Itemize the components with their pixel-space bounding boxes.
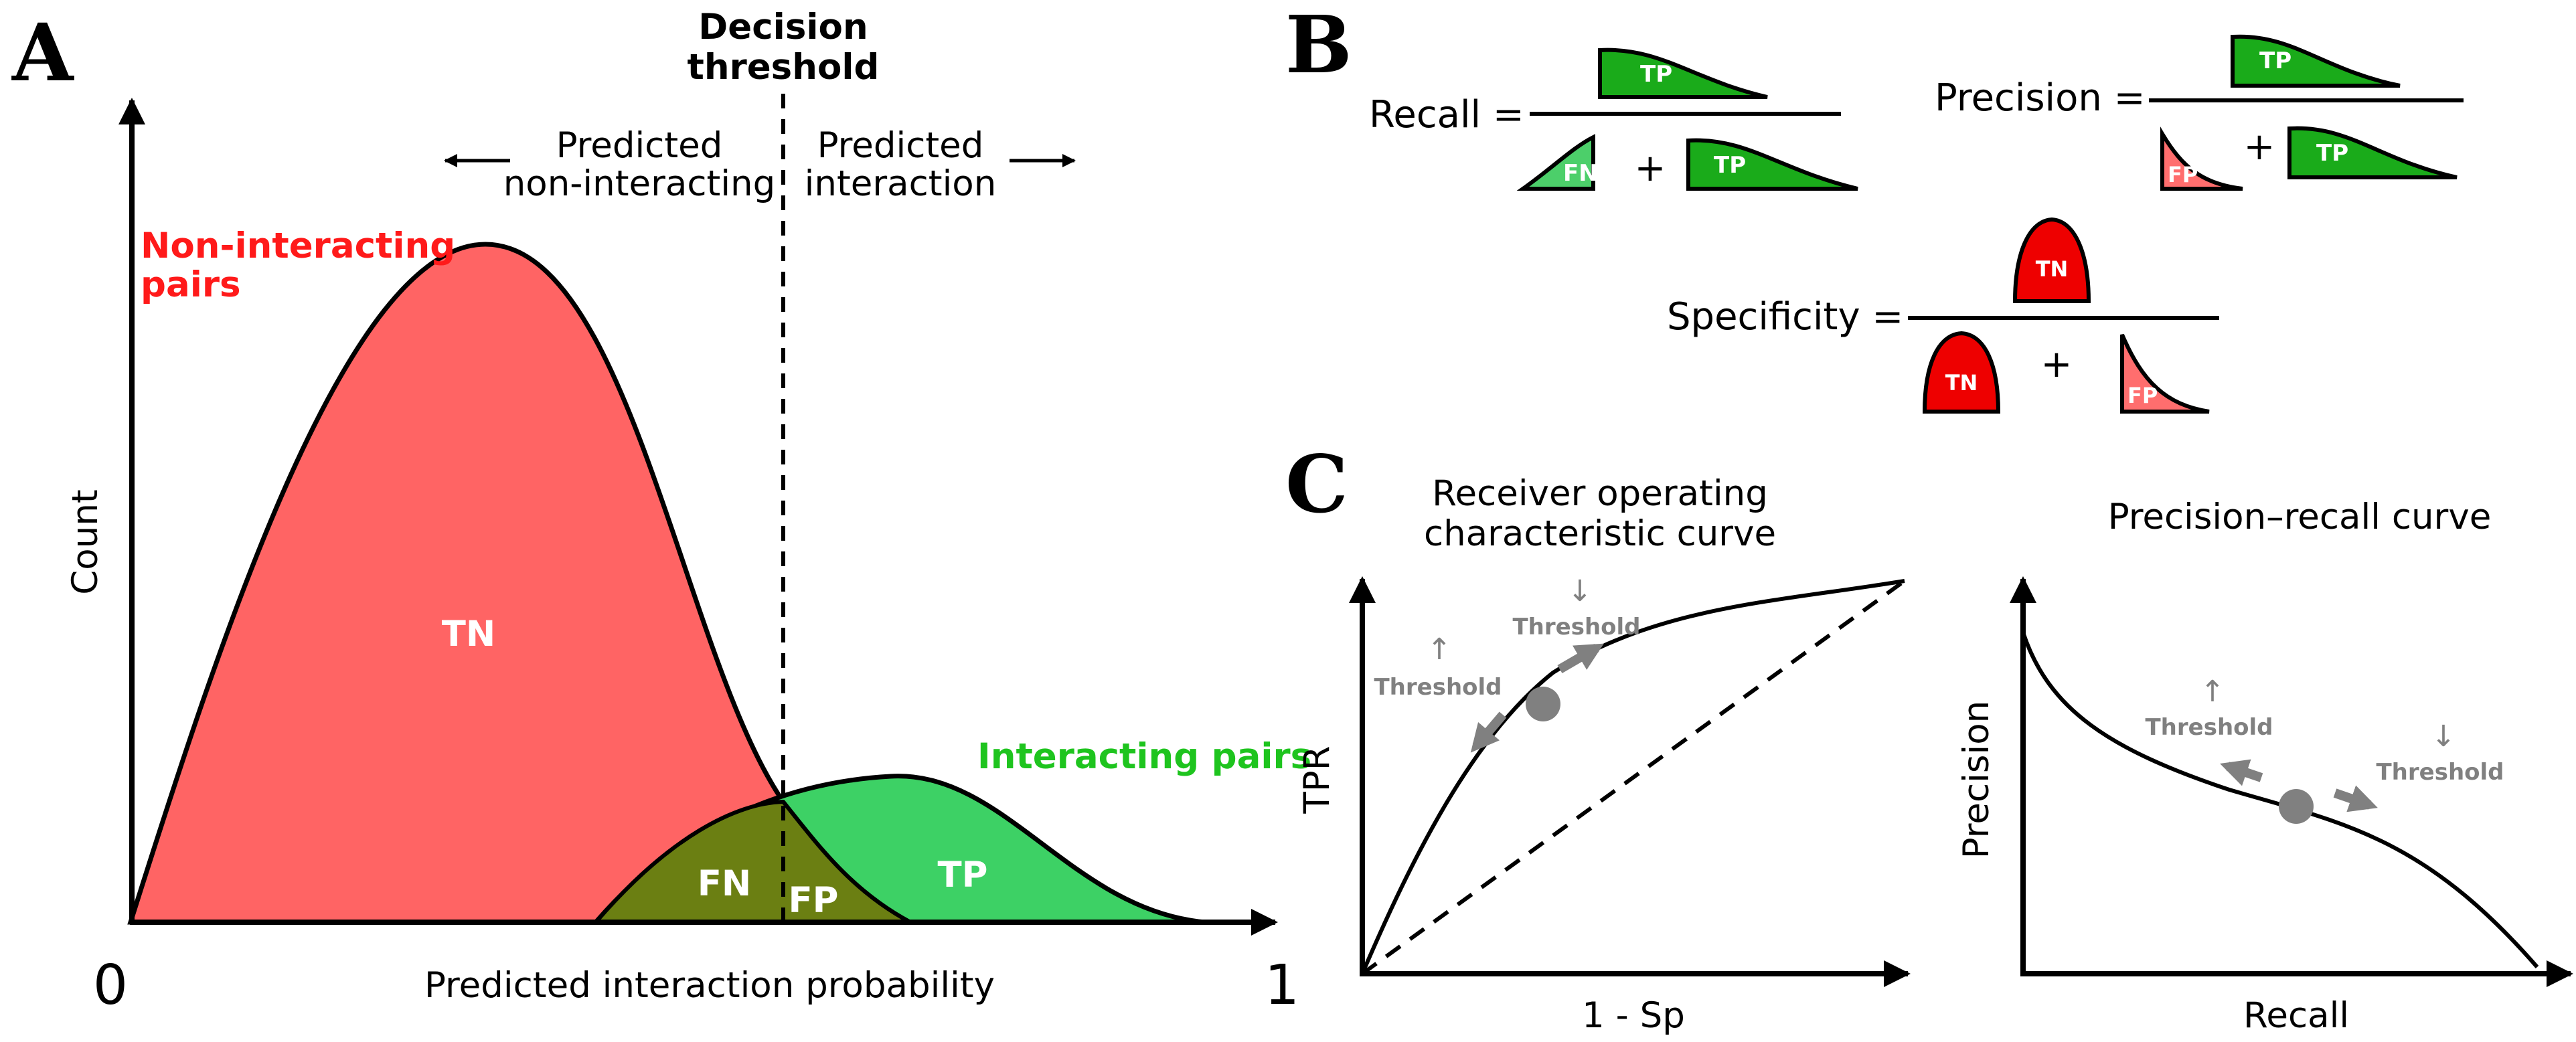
pr-operating-point — [2279, 789, 2314, 824]
recall-plus: + — [1635, 147, 1666, 190]
specificity-numerator-tn-shape — [2012, 217, 2091, 303]
specificity-denominator-tn: TN — [1945, 370, 1978, 396]
threshold-title-line2: threshold — [688, 47, 880, 88]
roc-title-line2: characteristic curve — [1424, 513, 1776, 554]
specificity-denominator-tn-shape — [1922, 331, 2001, 414]
recall-denominator-tp: TP — [1714, 152, 1746, 179]
region-tn-label: TN — [442, 614, 496, 655]
panel-a: A Decision threshold Predicted non-inter… — [11, 6, 1311, 1017]
panel-a-x-label: Predicted interaction probability — [424, 965, 995, 1006]
panel-b: B Recall = TP FN + TP Precision = TP FP … — [1285, 0, 2464, 414]
region-tp-label: TP — [938, 855, 988, 895]
pr-x-label: Recall — [2243, 995, 2349, 1036]
roc-down-arrow-glyph: ↓ — [1568, 574, 1593, 608]
precision-numerator-tp: TP — [2259, 48, 2291, 74]
roc-threshold-label-2: Threshold — [1374, 674, 1502, 701]
roc-x-label: 1 - Sp — [1582, 995, 1685, 1036]
pr-threshold-label-2: Threshold — [2376, 759, 2504, 786]
panel-a-label: A — [11, 6, 74, 99]
recall-label: Recall = — [1369, 93, 1524, 137]
roc-curve — [1360, 579, 1905, 975]
pr-down-arrow-glyph: ↓ — [2431, 719, 2456, 754]
roc-arrow-up-threshold — [1470, 711, 1507, 753]
left-region-line1: Predicted — [556, 125, 723, 166]
non-interacting-label-line1: Non-interacting — [141, 226, 455, 266]
pr-arrow-up-threshold — [2220, 759, 2263, 786]
precision-label: Precision = — [1935, 76, 2146, 120]
roc-title-line1: Receiver operating — [1432, 473, 1768, 514]
precision-numerator-tp-shape — [2231, 34, 2401, 88]
panel-c-label: C — [1285, 438, 1348, 531]
non-interacting-label-line2: pairs — [141, 264, 241, 305]
threshold-title-line1: Decision — [698, 7, 868, 48]
left-region-line2: non-interacting — [503, 163, 776, 204]
pr-y-label: Precision — [1956, 701, 1997, 859]
panel-a-y-label: Count — [65, 489, 106, 594]
recall-fn-shape — [1516, 134, 1595, 191]
right-region-line1: Predicted — [817, 125, 984, 166]
specificity-numerator-tn: TN — [2036, 256, 2069, 282]
pr-up-arrow-glyph: ↑ — [2200, 675, 2225, 709]
recall-denominator-tp-shape — [1686, 138, 1858, 191]
specificity-plus: + — [2041, 343, 2073, 386]
right-region-line2: interaction — [805, 163, 997, 204]
precision-fp: FP — [2168, 162, 2198, 187]
precision-fp-shape — [2160, 126, 2243, 191]
pr-curve — [2021, 632, 2539, 968]
roc-threshold-label-1: Threshold — [1512, 614, 1640, 640]
panel-c: C Receiver operating characteristic curv… — [1285, 438, 2573, 1036]
roc-arrow-down-threshold — [1557, 643, 1604, 674]
precision-plus: + — [2244, 125, 2275, 169]
precision-denominator-tp: TP — [2316, 140, 2348, 167]
roc-random-diagonal — [1361, 579, 1906, 976]
roc-operating-point — [1526, 687, 1560, 721]
recall-numerator-tp-shape — [1598, 48, 1768, 99]
roc-up-arrow-glyph: ↑ — [1427, 632, 1452, 667]
x-min-label: 0 — [93, 954, 128, 1017]
roc-y-label: TPR — [1297, 746, 1338, 814]
precision-denominator-tp-shape — [2287, 126, 2458, 179]
red-curve-tail — [781, 800, 912, 924]
panel-b-label: B — [1285, 0, 1352, 91]
specificity-fp-shape — [2120, 333, 2210, 414]
interacting-label: Interacting pairs — [977, 736, 1311, 777]
specificity-label: Specificity = — [1667, 295, 1903, 339]
non-interacting-distribution — [127, 242, 813, 925]
region-fn-label: FN — [698, 863, 752, 904]
specificity-fp: FP — [2127, 383, 2158, 408]
region-fp-label: FP — [788, 880, 838, 921]
pr-arrow-down-threshold — [2333, 785, 2378, 812]
pr-threshold-label-1: Threshold — [2145, 714, 2273, 741]
pr-title: Precision–recall curve — [2108, 497, 2492, 537]
recall-fn: FN — [1563, 160, 1598, 187]
x-max-label: 1 — [1265, 954, 1299, 1017]
recall-numerator-tp: TP — [1640, 61, 1672, 88]
